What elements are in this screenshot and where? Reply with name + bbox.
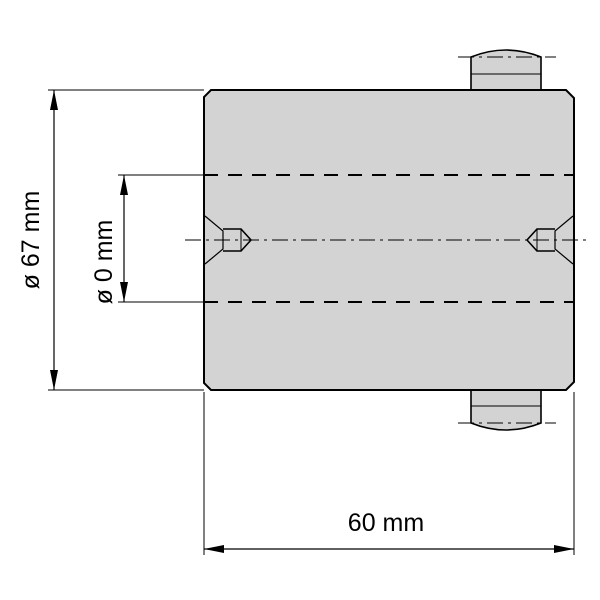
bottom-key [458, 390, 556, 431]
length-label: 60 mm [348, 509, 424, 537]
left-center-drill [204, 215, 253, 265]
bore-diameter-dimension: ø 0 mm [90, 174, 204, 305]
bore-diameter-label: ø 0 mm [90, 220, 118, 305]
length-dimension: 60 mm [203, 392, 575, 555]
outer-diameter-dimension: ø 67 mm [17, 89, 204, 391]
outer-diameter-label: ø 67 mm [17, 191, 45, 290]
top-key [458, 49, 556, 90]
right-center-drill [525, 215, 574, 265]
